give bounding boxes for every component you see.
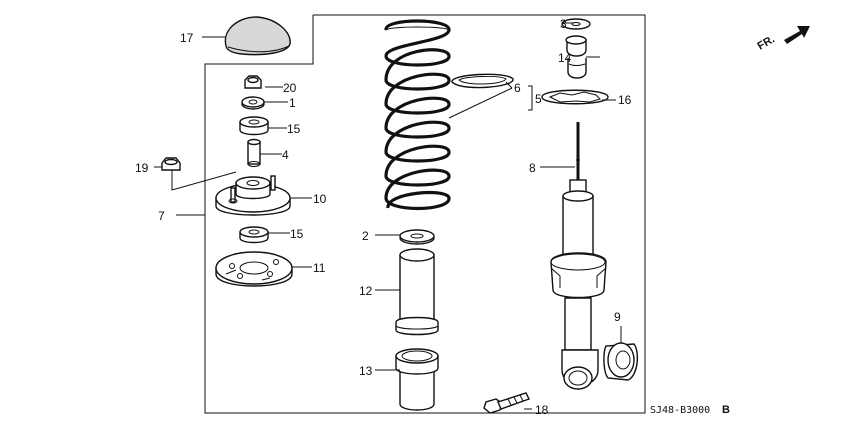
part-8-shock-absorber[interactable] [550, 122, 607, 390]
part-14-bump-stop[interactable] [565, 35, 587, 79]
callout-13: 13 [359, 364, 373, 378]
diagram-code: SJ48-B3000 [650, 405, 710, 416]
part-9-lower-bushing[interactable] [603, 342, 639, 381]
part-1-washer[interactable] [241, 96, 265, 110]
part-3-washer[interactable] [561, 18, 591, 30]
callout-19: 19 [135, 161, 149, 175]
callout-10: 10 [313, 192, 327, 206]
callout-14: 14 [558, 51, 572, 65]
callout-7: 7 [158, 209, 165, 223]
part-2-washer[interactable] [399, 229, 435, 245]
leader-lines [154, 22, 622, 410]
part-11-rubber-seat[interactable] [215, 251, 293, 287]
part-12-dust-boot[interactable] [395, 248, 439, 336]
part-6-spring-insulator[interactable] [451, 73, 514, 89]
front-direction-indicator: FR. [756, 26, 810, 53]
callout-5: 5 [535, 92, 542, 106]
part-15-lower-bushing[interactable] [239, 226, 269, 244]
front-arrow-icon [784, 26, 810, 44]
callout-3: 3 [560, 17, 567, 31]
part-4-collar[interactable] [247, 138, 261, 167]
callout-15-upper: 15 [287, 122, 301, 136]
front-direction-label: FR. [756, 33, 777, 52]
callout-16: 16 [618, 93, 632, 107]
part-15-upper-bushing[interactable] [239, 116, 269, 136]
callout-12: 12 [359, 284, 373, 298]
callout-20: 20 [283, 81, 297, 95]
part-18-bolt[interactable] [483, 392, 530, 414]
part-10-upper-mount[interactable] [215, 175, 291, 216]
part-13-lower-insulator[interactable] [395, 348, 439, 411]
callout-4: 4 [282, 148, 289, 162]
callout-1: 1 [289, 96, 296, 110]
callout-18: 18 [535, 403, 549, 417]
callout-6: 6 [514, 81, 521, 95]
part-19-nut[interactable] [161, 157, 181, 171]
part-20-nut[interactable] [244, 75, 262, 89]
callout-15-lower: 15 [290, 227, 304, 241]
part-16-spring-seat[interactable] [541, 89, 609, 105]
callout-2: 2 [362, 229, 369, 243]
coil-spring[interactable] [384, 19, 451, 211]
callout-8: 8 [529, 161, 536, 175]
callouts: 17 20 1 15 4 19 10 7 15 11 2 12 13 18 8 … [135, 17, 632, 417]
diagram-code-suffix: B [722, 404, 730, 416]
assembly-frame [204, 14, 646, 414]
callout-17: 17 [180, 31, 194, 45]
callout-9: 9 [614, 310, 621, 324]
part-17-dust-cap[interactable] [224, 16, 291, 56]
callout-11: 11 [313, 261, 326, 275]
